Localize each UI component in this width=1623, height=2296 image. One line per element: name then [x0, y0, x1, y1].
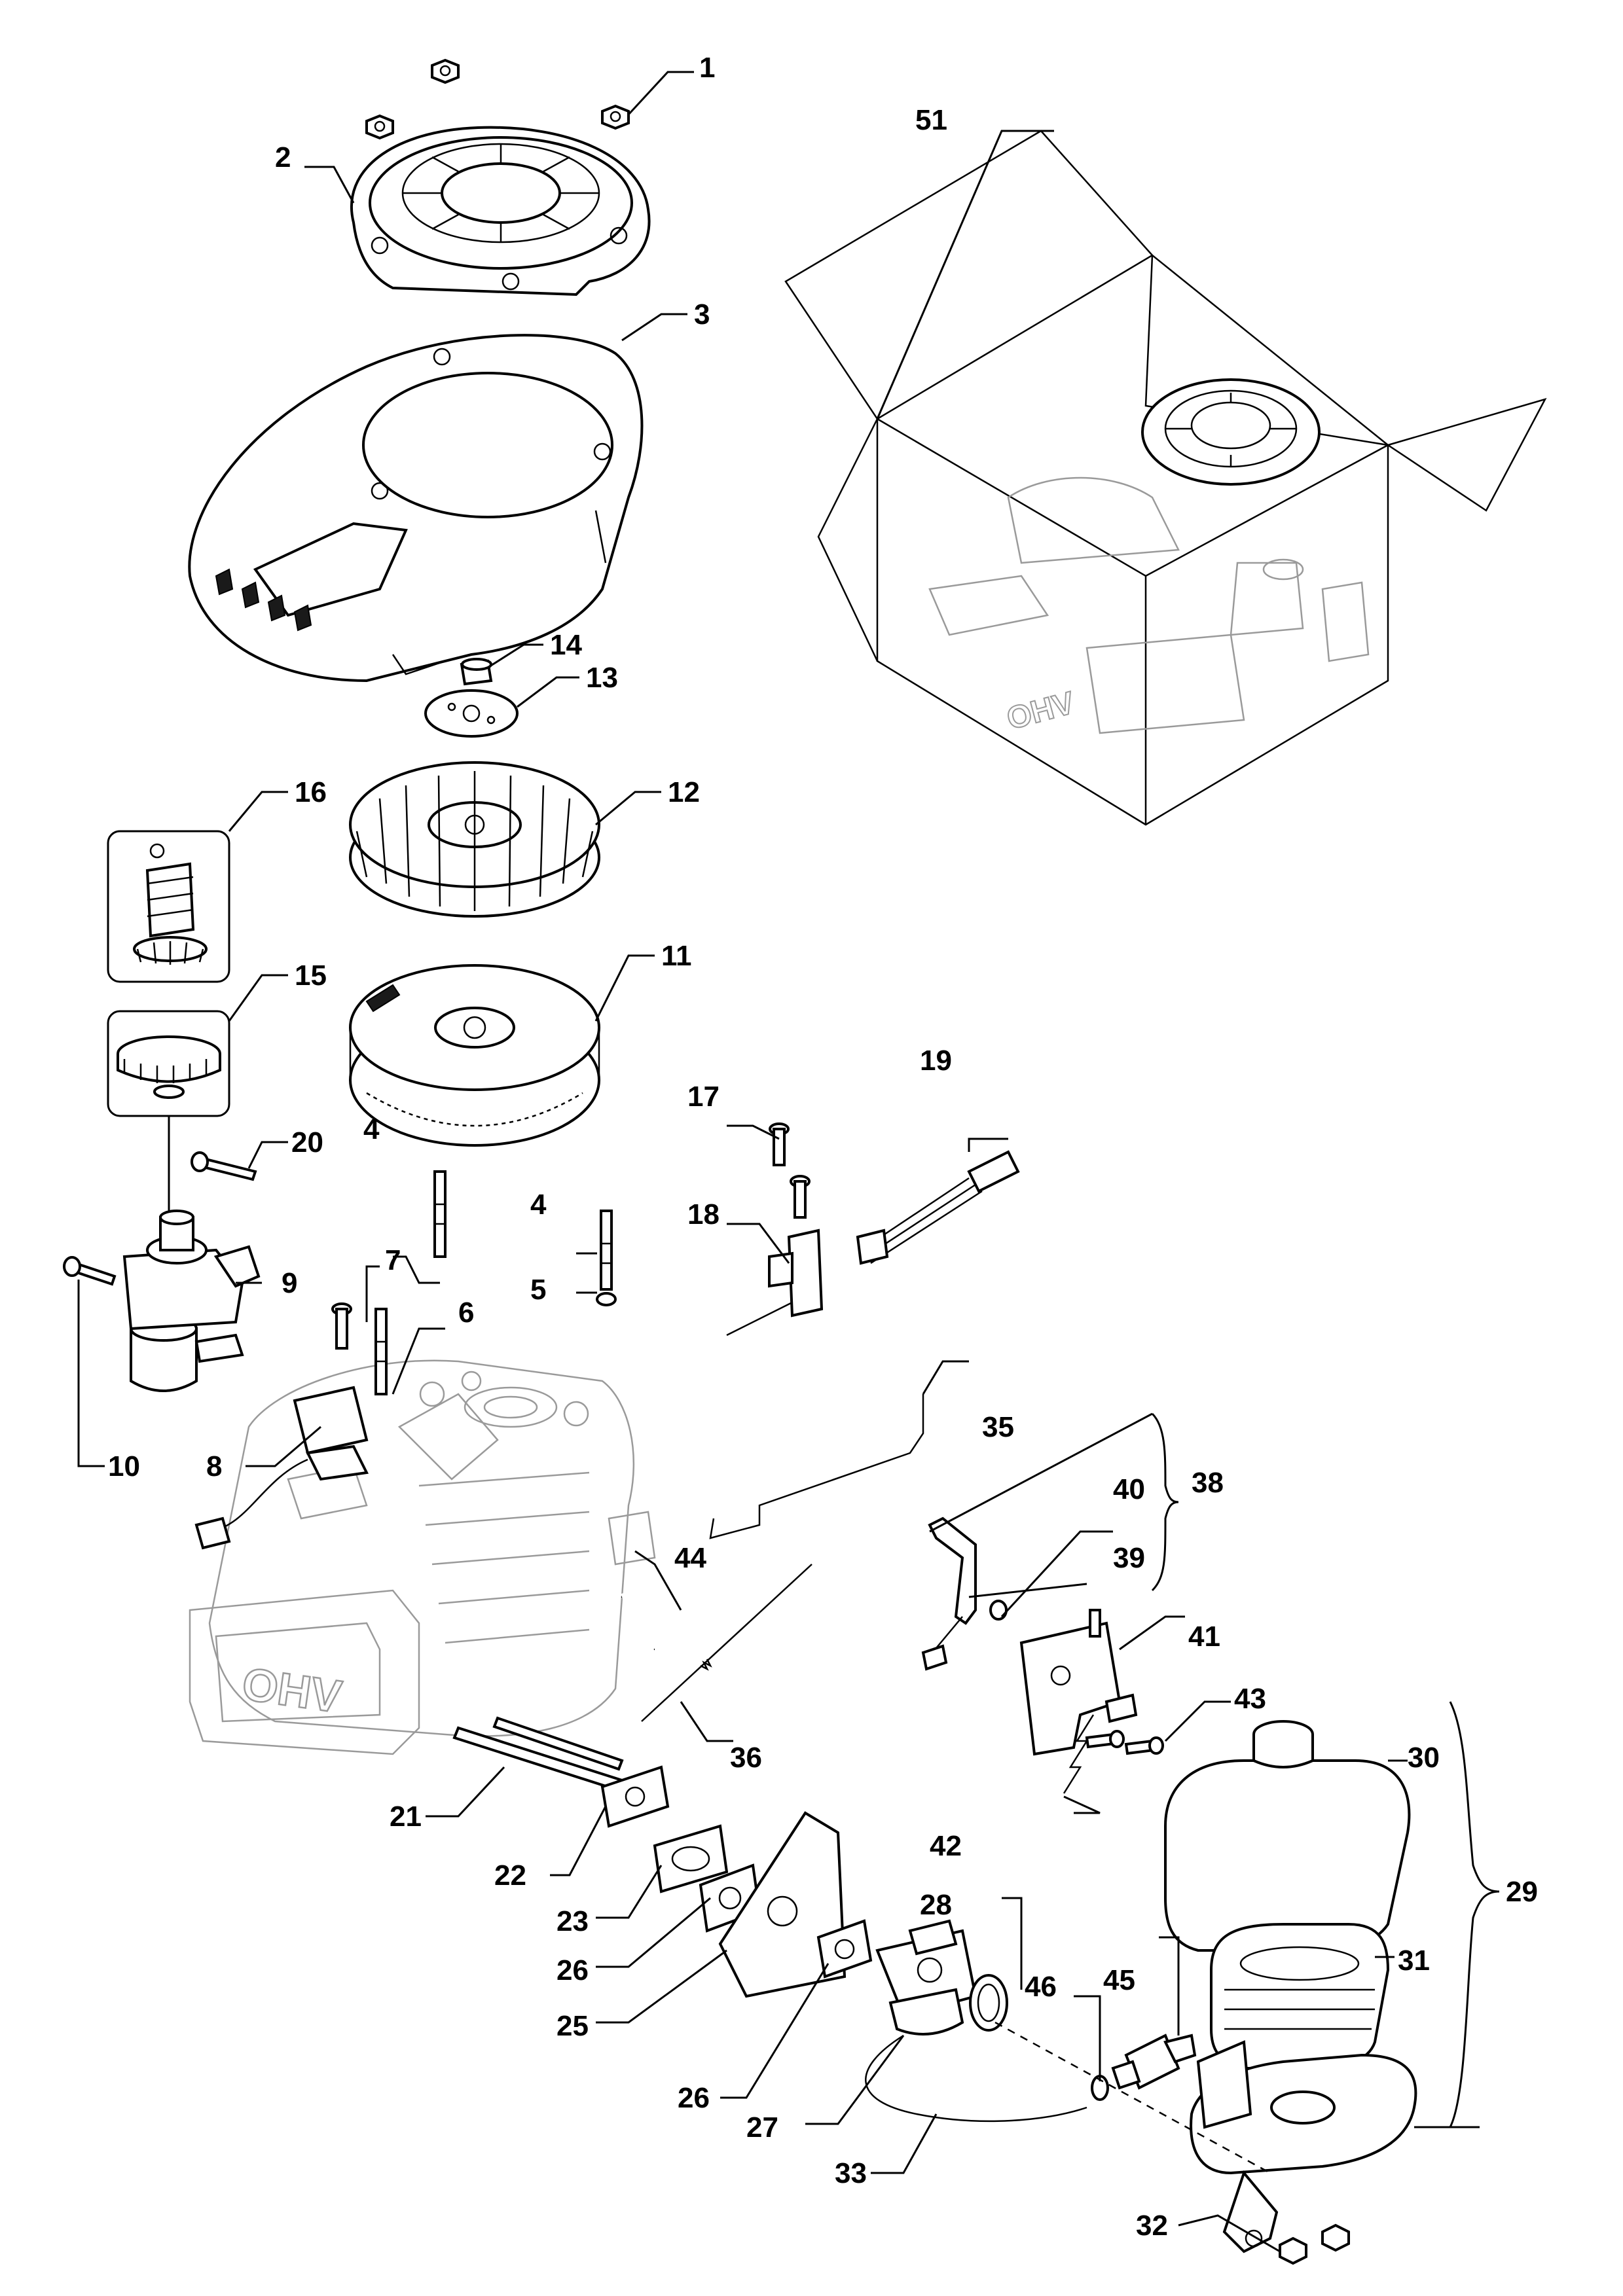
- callout-36: 36: [730, 1742, 762, 1774]
- callout-5: 5: [530, 1274, 546, 1306]
- gear-inset-part-15: [107, 1010, 230, 1117]
- bracket-part-18: [726, 1229, 824, 1336]
- hose-part-44-inner: [621, 1587, 687, 1653]
- starter-motor-part-9: [122, 1210, 261, 1392]
- callout-51: 51: [915, 104, 947, 136]
- callout-25: 25: [556, 2010, 589, 2042]
- air-filter-cover-part-30: [1164, 1720, 1411, 1952]
- gasket-part-22: [600, 1765, 670, 1828]
- callout-28: 28: [920, 1889, 952, 1921]
- callout-2: 2: [275, 141, 291, 173]
- box-engine-ohv-mark: OHV: [1003, 685, 1078, 736]
- bolt-part-7: [331, 1302, 352, 1350]
- callout-3: 3: [694, 298, 710, 331]
- engine-block-ghost: OHV: [189, 1359, 656, 1755]
- callout-7: 7: [385, 1244, 401, 1276]
- callout-30: 30: [1408, 1742, 1440, 1774]
- callout-40: 40: [1113, 1473, 1145, 1505]
- ignition-coil-part-8: [194, 1386, 369, 1550]
- heat-shield-part-25: [718, 1811, 847, 1998]
- callout-43: 43: [1234, 1683, 1266, 1715]
- callout-46: 46: [1025, 1971, 1057, 2003]
- callout-44: 44: [674, 1542, 706, 1574]
- callout-38: 38: [1192, 1467, 1224, 1499]
- callout-42: 42: [930, 1830, 962, 1862]
- nut-part-14: [460, 658, 493, 686]
- stud-part-6: [374, 1308, 388, 1395]
- governor-arm-part-38: [921, 1516, 977, 1671]
- callout-26-bottom: 26: [678, 2082, 710, 2114]
- callout-6: 6: [458, 1297, 474, 1329]
- washer-part-5: [596, 1292, 617, 1306]
- governor-rod-part-35: [709, 1394, 924, 1539]
- callout-33: 33: [835, 2157, 867, 2189]
- washer-part-13: [424, 689, 519, 738]
- callout-27: 27: [746, 2111, 778, 2144]
- bolt-part-20: [191, 1151, 257, 1181]
- studs-part-21: [452, 1716, 624, 1792]
- callout-29: 29: [1506, 1876, 1538, 1908]
- callout-18: 18: [687, 1198, 720, 1230]
- wire-harness-part-19: [856, 1150, 1020, 1265]
- callout-15: 15: [295, 960, 327, 992]
- leader-lines: [77, 71, 1500, 2253]
- gasket-part-26-right: [816, 1919, 873, 1979]
- stud-part-4-right: [600, 1210, 613, 1291]
- nut-part-1: [365, 58, 630, 140]
- callout-12: 12: [668, 776, 700, 808]
- callout-13: 13: [586, 662, 618, 694]
- callout-20: 20: [291, 1126, 323, 1158]
- fan-part-12: [349, 761, 600, 918]
- spacer-part-23: [653, 1824, 729, 1893]
- gasket-part-28: [969, 1974, 1008, 2032]
- callout-9: 9: [282, 1267, 297, 1299]
- nuts-part-32: [1279, 2223, 1350, 2265]
- flywheel-part-11: [349, 964, 600, 1147]
- callout-19: 19: [920, 1045, 952, 1077]
- callout-4-right: 4: [530, 1189, 547, 1221]
- callout-16: 16: [295, 776, 327, 808]
- callout-17: 17: [687, 1081, 720, 1113]
- callout-1: 1: [699, 52, 715, 84]
- callout-41: 41: [1188, 1621, 1220, 1653]
- dashed-alignment-line: [994, 2021, 1271, 2174]
- carburetor-part-27: [875, 1919, 977, 2036]
- blower-housing-part-3: [188, 334, 644, 683]
- air-filter-base-part-29: [1190, 2040, 1417, 2253]
- starter-gear-inset-part-16: [107, 830, 230, 983]
- callout-35: 35: [982, 1411, 1014, 1443]
- valve-part-45: [1111, 2034, 1197, 2090]
- bolt-part-10: [63, 1256, 117, 1286]
- stud-part-4-left: [433, 1170, 447, 1258]
- callout-4-left: 4: [363, 1113, 380, 1145]
- callout-45: 45: [1103, 1964, 1135, 1996]
- bushing-part-40: [989, 1600, 1008, 1621]
- spring-rod-part-36: [641, 1564, 812, 1722]
- screws-part-43: [1085, 1730, 1164, 1755]
- callout-labels: 1 2 3 14 13 16 12 15 11 19 17 20 4 4 18 …: [108, 52, 1538, 2242]
- spring-part-42: [1063, 1714, 1095, 1794]
- callout-21: 21: [390, 1801, 422, 1833]
- callout-26-top: 26: [556, 1954, 589, 1986]
- callout-32: 32: [1136, 2210, 1168, 2242]
- callout-23: 23: [556, 1905, 589, 1937]
- callout-22: 22: [494, 1859, 526, 1892]
- engine-ohv-mark: OHV: [239, 1658, 344, 1722]
- callout-14: 14: [550, 629, 582, 661]
- spring-part-36: [700, 1659, 712, 1671]
- air-filter-element-part-31: [1210, 1923, 1390, 2070]
- boxed-engine-part-51: OHV: [784, 130, 1547, 826]
- control-bracket-part-41: [1019, 1609, 1138, 1756]
- callout-31: 31: [1398, 1945, 1430, 1977]
- callout-39: 39: [1113, 1542, 1145, 1574]
- starter-cover-part-2: [350, 126, 651, 296]
- callout-8: 8: [206, 1450, 222, 1482]
- fuel-line-part-33: [865, 2034, 1087, 2123]
- callout-10: 10: [108, 1450, 140, 1482]
- callout-11: 11: [661, 940, 692, 972]
